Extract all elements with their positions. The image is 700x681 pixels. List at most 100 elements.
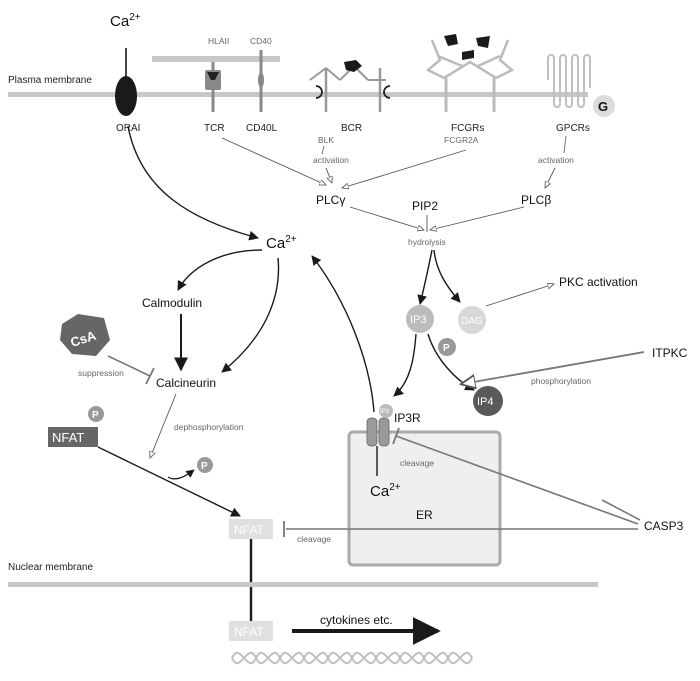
ip3-phosphate [438,338,456,356]
cd40l-label: CD40L [246,123,278,134]
ip4-label: IP4 [477,396,494,408]
ip3-node [406,305,434,333]
er-ca-label: Ca2+ [370,482,401,500]
ip3r-channel-a [366,417,378,447]
nfat-phosphate-1 [88,406,104,422]
casp3-label: CASP3 [644,519,684,533]
g-protein [593,95,615,117]
orai-channel [115,76,137,116]
top-ca-label: Ca2+ [110,12,141,30]
plasma-membrane [8,92,588,97]
ip3r-label: IP3R [394,411,421,425]
gpcr-receptor [547,54,591,108]
fcgrs-receptor [425,39,515,112]
bcr-label: BCR [341,123,362,134]
ip3-phosphate-label: P [443,343,450,354]
blk-link [321,145,325,155]
activation-label-1: activation [313,155,349,165]
casp3-to-ip3r [395,435,639,525]
released-phosphate [197,457,213,473]
arrow-plcb-pip2 [430,206,525,230]
nfat-mid-label: NFAT [234,523,264,537]
arrow-pip2-ip3 [417,249,433,305]
hlaii-label: HLAII [208,36,229,46]
arrow-dag-pkc [485,284,554,307]
dna-helix-2 [231,651,473,665]
arrow-ca-calcineurin [221,257,280,373]
csa-inhibit-bar [145,367,155,385]
nfat-mid-box [229,519,273,539]
ip3r-bound-ip3 [379,404,393,418]
calcineurin-label: Calcineurin [156,376,216,390]
er-label: ER [416,508,433,522]
arrow-fcgr-plcg [342,149,467,188]
nuclear-membrane [8,582,598,587]
cleavage-label-2: cleavage [297,534,331,544]
dephos-arrow [150,393,177,458]
suppression-label: suppression [78,368,124,378]
dag-node [458,306,486,334]
ip3-label: IP3 [410,314,427,326]
arrow-nfat-to-nucleus [97,446,241,517]
arrow-pip2-dag [433,249,461,303]
arrow-tcr-plcg [221,137,326,185]
itpkc-label: ITPKC [652,346,688,360]
ip4-node [473,386,503,416]
gpcrs-label: GPCRs [556,123,590,134]
arrow-phosphate-release [167,469,195,480]
plasma-membrane-label: Plasma membrane [8,75,92,86]
fcgr-ligand-icon-2 [476,36,490,48]
ip3r-bound-ip3-label: IP3 [380,409,390,415]
arrow-orai-ca [127,125,259,241]
fcgr2a-label: FCGR2A [444,135,479,145]
tcr-antigen-icon [207,72,219,80]
hla-cd40-bar [152,56,280,62]
cd40l-bead [258,72,264,88]
arrow-plcg-pip2 [349,206,424,230]
blk-label: BLK [318,135,334,145]
pip2-label: PIP2 [412,199,438,213]
center-ca-label: Ca2+ [266,234,297,252]
arrow-ip3r-ca [311,255,375,413]
nfat-cyto-box [48,427,98,447]
nfat-cyto-label: NFAT [52,430,84,445]
nfat-phosphate-1-label: P [92,410,99,421]
arrow-bcr-plcg [325,167,332,183]
bcr-receptor [309,65,391,112]
arrow-gpcr-plcb [545,167,556,188]
gpcr-down-line [563,135,567,154]
released-phosphate-label: P [201,461,208,472]
nuclear-membrane-label: Nuclear membrane [8,562,93,573]
arrow-ca-calmodulin [177,249,263,291]
cleavage-label-1: cleavage [400,458,434,468]
er-compartment [347,430,502,567]
ip3r-channel-b [378,417,390,447]
dephosphorylation-label: dephosphorylation [174,422,244,432]
fcgr-ligand-icon-3 [462,50,474,60]
arrow-itpkc [462,351,645,384]
cytokines-label: cytokines etc. [320,613,393,627]
plcg-label: PLCγ [316,193,345,207]
fcgrs-label: FCGRs [451,123,484,134]
csa-inhibit-line [107,355,151,377]
tcr-label: TCR [204,123,225,134]
pkc-label: PKC activation [559,275,638,289]
hydrolysis-label: hydrolysis [408,237,446,247]
activation-label-2: activation [538,155,574,165]
plcb-label: PLCβ [521,193,551,207]
bcr-antigen-icon [344,60,362,72]
arrow-ip3-ip3r [393,333,417,397]
csa-hexagon [60,314,110,356]
g-protein-label: G [598,99,608,114]
nfat-nuclear-label: NFAT [234,625,264,639]
calmodulin-label: Calmodulin [142,296,202,310]
dag-label: DAG [461,316,483,327]
cd40-label: CD40 [250,36,272,46]
casp3-to-itpkc-line [601,499,641,521]
fcgr-ligand-icon-1 [444,34,458,46]
phosphorylation-label: phosphorylation [531,376,591,386]
casp3-ip3r-bar [392,427,400,445]
nfat-nuclear-box [229,621,273,641]
